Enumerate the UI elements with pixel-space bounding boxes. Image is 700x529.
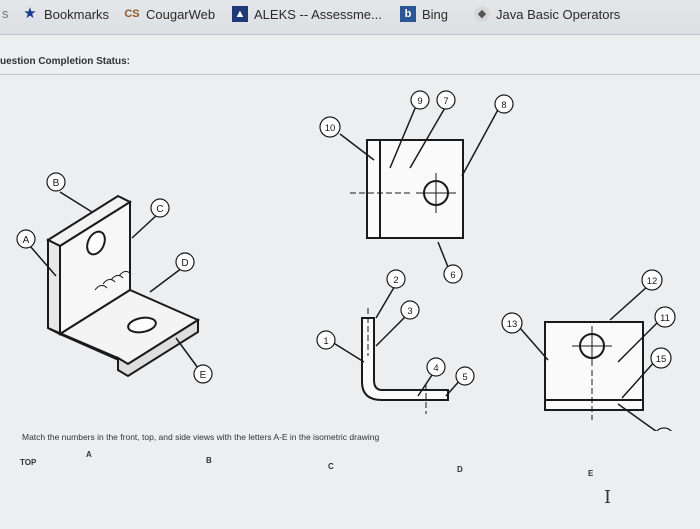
bookmark-label: Bookmarks: [44, 6, 110, 22]
column-header-e: E: [588, 469, 594, 478]
cougarweb-icon: CS: [124, 8, 140, 20]
svg-text:9: 9: [417, 96, 422, 107]
svg-text:3: 3: [407, 306, 412, 317]
svg-text:8: 8: [501, 100, 506, 111]
svg-text:11: 11: [660, 313, 670, 324]
column-header-a: A: [86, 450, 92, 459]
bookmark-aleks[interactable]: ▲ ALEKS -- Assessme...: [232, 6, 382, 22]
callout-2: 2: [386, 269, 406, 289]
bookmark-cougarweb[interactable]: CS CougarWeb: [124, 6, 215, 22]
question-completion-status: uestion Completion Status:: [0, 56, 130, 67]
callout-11: 11: [654, 306, 676, 328]
bookmarks-folder[interactable]: ★ Bookmarks: [22, 6, 109, 22]
svg-text:15: 15: [656, 354, 667, 365]
column-header-d: D: [457, 465, 463, 474]
bing-icon: b: [400, 6, 416, 22]
svg-text:B: B: [53, 178, 60, 189]
callout-5: 5: [455, 366, 475, 386]
callout-a: A: [16, 229, 36, 249]
instructions-text: Match the numbers in the front, top, and…: [22, 432, 380, 442]
bookmark-java[interactable]: ◆ Java Basic Operators: [474, 6, 620, 22]
divider: [0, 74, 700, 75]
callout-7: 7: [436, 90, 456, 110]
callout-d: D: [175, 252, 195, 272]
isometric-bracket: [45, 194, 201, 378]
leader-lines: [29, 105, 661, 431]
svg-text:4: 4: [433, 363, 438, 374]
svg-text:D: D: [181, 258, 188, 269]
svg-text:A: A: [23, 235, 30, 246]
callout-1: 1: [316, 330, 336, 350]
bookmark-label: ALEKS -- Assessme...: [254, 6, 382, 22]
column-header-c: C: [328, 462, 334, 471]
callout-15: 15: [650, 347, 672, 369]
svg-text:E: E: [200, 370, 207, 381]
row-label-top: TOP: [20, 458, 37, 467]
callout-6: 6: [443, 264, 463, 284]
callout-14: 14: [656, 427, 672, 431]
callout-10: 10: [319, 116, 341, 138]
callout-e: E: [193, 364, 213, 384]
front-view: [361, 308, 449, 414]
svg-text:1: 1: [323, 336, 328, 347]
bookmark-label: Java Basic Operators: [496, 6, 621, 22]
svg-text:12: 12: [647, 276, 658, 287]
bookmark-label: CougarWeb: [146, 6, 216, 22]
svg-text:10: 10: [325, 123, 336, 134]
bookmark-bing[interactable]: b Bing: [400, 6, 448, 22]
callout-3: 3: [400, 300, 420, 320]
callout-9: 9: [410, 90, 430, 110]
callout-b: B: [46, 172, 66, 192]
text-cursor-icon: I: [604, 487, 612, 508]
truncated-bookmark[interactable]: s: [2, 6, 9, 21]
callout-13: 13: [501, 312, 523, 334]
star-icon: ★: [23, 5, 37, 22]
engineering-drawing: B A C D E 1 2 3 4 5 6 7 8 9 10 11 12 13 …: [16, 90, 676, 431]
bookmark-label: Bing: [422, 6, 449, 22]
callout-c: C: [150, 198, 170, 218]
svg-text:5: 5: [462, 372, 467, 383]
column-header-b: B: [206, 456, 212, 465]
svg-text:13: 13: [507, 319, 518, 330]
aleks-icon: ▲: [232, 6, 248, 22]
svg-text:2: 2: [393, 275, 398, 286]
svg-text:7: 7: [443, 96, 448, 107]
callout-8: 8: [494, 94, 514, 114]
top-view: [350, 139, 464, 239]
java-icon: ◆: [474, 6, 490, 22]
bookmarks-bar: s ★ Bookmarks CS CougarWeb ▲ ALEKS -- As…: [0, 0, 700, 35]
svg-text:C: C: [156, 204, 163, 215]
side-view: [544, 321, 644, 420]
svg-text:6: 6: [450, 270, 455, 281]
callout-4: 4: [426, 357, 446, 377]
callout-12: 12: [641, 269, 663, 291]
